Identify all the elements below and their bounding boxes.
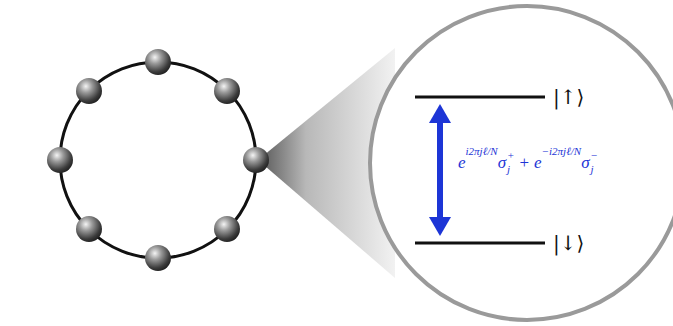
ring	[60, 62, 256, 258]
index-stack: +j	[507, 150, 514, 175]
index: j	[591, 164, 598, 175]
formula: ei2πjℓ/Nσ+j+e−i2πjℓ/Nσ−j	[458, 150, 598, 175]
spin-sphere	[47, 147, 73, 173]
spin-sphere	[76, 216, 102, 242]
symbol: σ	[498, 154, 506, 171]
state-label: |↑⟩	[553, 87, 584, 107]
symbol: e	[458, 154, 466, 171]
spin-sphere	[76, 78, 102, 104]
index: j	[507, 164, 514, 175]
index: i2πjℓ/N	[466, 146, 498, 157]
index: +	[507, 150, 514, 161]
symbol: e	[534, 154, 542, 171]
spin-sphere	[214, 78, 240, 104]
operator: +	[519, 154, 529, 171]
arrow-head	[429, 104, 451, 123]
index-stack: −j	[591, 150, 598, 175]
callout-bubble	[370, 6, 673, 320]
energy-level	[415, 242, 545, 245]
spins	[47, 49, 269, 271]
spin-sphere	[145, 49, 171, 75]
transition-arrow	[437, 118, 443, 222]
energy-level	[415, 96, 545, 99]
spin-sphere	[243, 147, 269, 173]
symbol: σ	[581, 154, 589, 171]
spin-sphere	[145, 245, 171, 271]
state-label: |↓⟩	[553, 233, 584, 253]
arrow-head	[429, 217, 451, 236]
index: −	[591, 150, 598, 161]
index: −i2πjℓ/N	[542, 146, 582, 157]
spin-sphere	[214, 216, 240, 242]
